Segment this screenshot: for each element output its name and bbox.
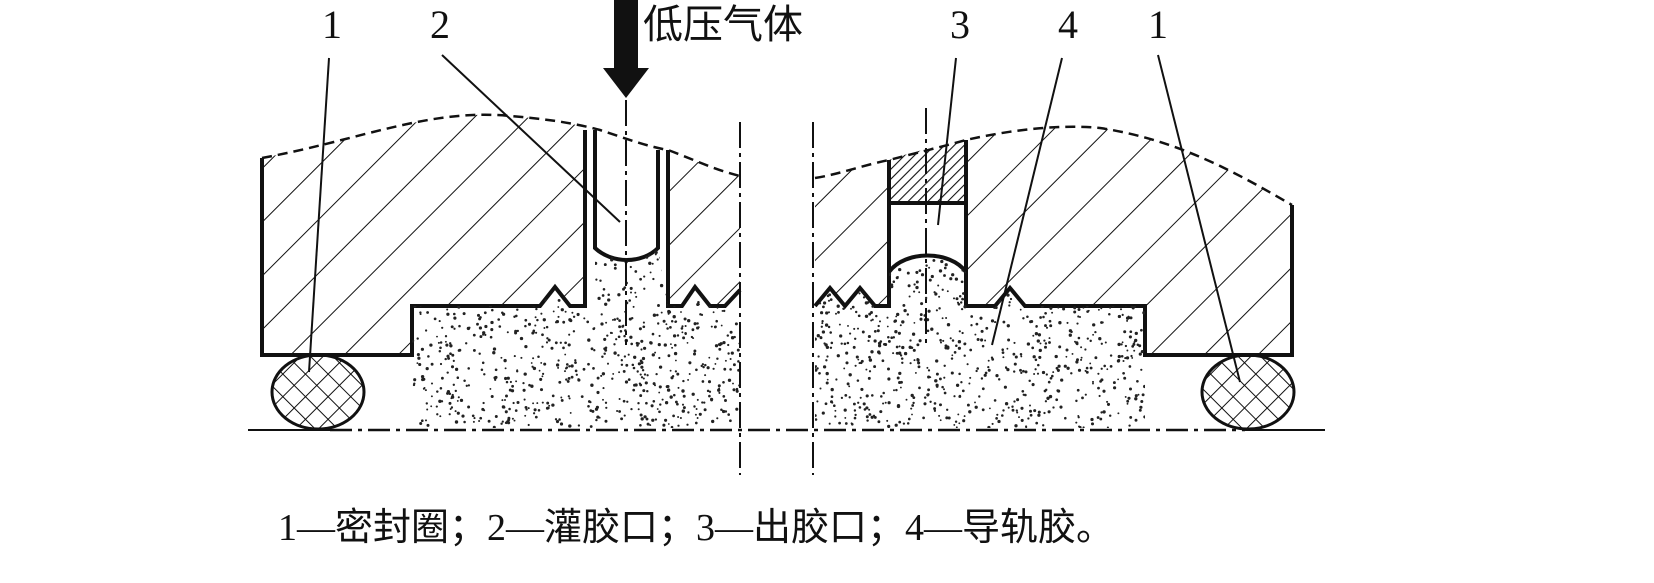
leader-lines	[308, 54, 1241, 383]
legend-caption: 1—密封圈；2—灌胶口；3—出胶口；4—导轨胶。	[278, 507, 1114, 549]
seal-ring-left	[270, 353, 366, 431]
left-block	[260, 113, 742, 357]
gas-arrow-icon	[603, 0, 649, 98]
seal-ring-right	[1200, 353, 1296, 431]
label-seal-right: 1	[1148, 2, 1168, 47]
label-seal-left: 1	[322, 2, 342, 47]
right-block	[813, 125, 1294, 357]
label-outlet: 3	[950, 2, 970, 47]
gas-title: 低压气体	[643, 2, 803, 48]
label-glue: 4	[1058, 2, 1078, 47]
label-inlet: 2	[430, 2, 450, 47]
